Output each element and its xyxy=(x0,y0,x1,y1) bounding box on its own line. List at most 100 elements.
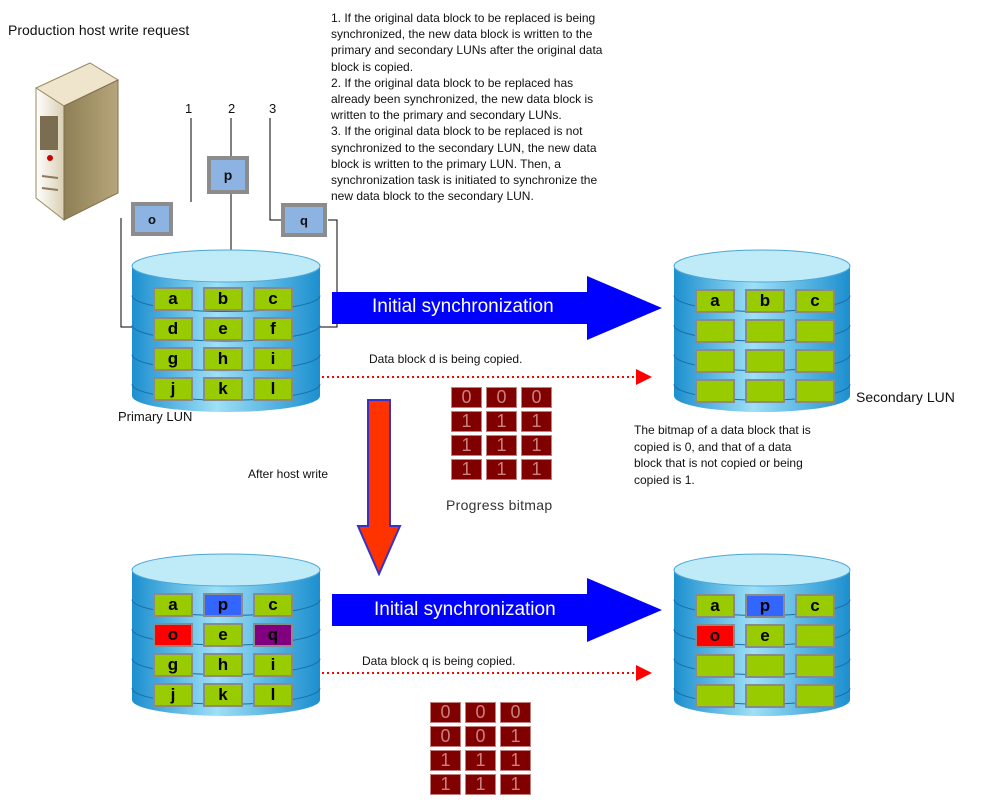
copy-label-bottom: Data block q is being copied. xyxy=(362,654,516,668)
bitmap-after-bit: 1 xyxy=(500,750,531,771)
progress-bitmap-label: Progress bitmap xyxy=(446,497,553,513)
bitmap-after-bit: 0 xyxy=(500,702,531,723)
primary-before-block-j: j xyxy=(153,377,193,401)
primary-after-block-a: a xyxy=(153,593,193,617)
bitmap-before-bit: 1 xyxy=(486,459,517,480)
primary-before-block-f: f xyxy=(253,317,293,341)
step-number-2: 2 xyxy=(228,101,236,116)
secondary-after-block-c: c xyxy=(795,594,835,618)
cylinder-top xyxy=(131,249,321,283)
secondary-before-block-empty xyxy=(695,349,735,373)
secondary-after-block-empty xyxy=(695,654,735,678)
primary-before-block-h: h xyxy=(203,347,243,371)
secondary-lun-label: Secondary LUN xyxy=(856,389,955,405)
primary-after-block-p: p xyxy=(203,593,243,617)
cylinder-band xyxy=(131,295,321,313)
bitmap-after-bit: 1 xyxy=(500,726,531,747)
bitmap-note: The bitmap of a data block that is copie… xyxy=(634,423,811,487)
write-block-p: p xyxy=(207,156,249,194)
primary-before-block-e: e xyxy=(203,317,243,341)
write-block-q-label: q xyxy=(285,207,323,233)
bitmap-after-bit: 1 xyxy=(465,774,496,795)
server-icon xyxy=(34,62,120,222)
secondary-after-block-empty xyxy=(795,624,835,648)
bitmap-before-bit: 1 xyxy=(486,435,517,456)
primary-after-block-h: h xyxy=(203,653,243,677)
secondary-after-block-o: o xyxy=(695,624,735,648)
primary-after-block-l: l xyxy=(253,683,293,707)
after-write-label: After host write xyxy=(248,467,329,481)
secondary-after-block-empty xyxy=(695,684,735,708)
secondary-before-block-empty xyxy=(745,319,785,343)
primary-before-block-i: i xyxy=(253,347,293,371)
bitmap-after-bit: 0 xyxy=(465,726,496,747)
secondary-before-block-empty xyxy=(795,379,835,403)
primary-after-block-j: j xyxy=(153,683,193,707)
write-block-q: q xyxy=(281,203,327,237)
secondary-before-block-empty xyxy=(795,319,835,343)
bitmap-after-bit: 1 xyxy=(430,750,461,771)
write-block-o-label: o xyxy=(135,206,169,232)
bitmap-before-bit: 1 xyxy=(521,459,552,480)
secondary-after-block-empty xyxy=(745,654,785,678)
secondary-before-block-empty xyxy=(695,319,735,343)
bitmap-after-bit: 1 xyxy=(430,774,461,795)
secondary-before-block-b: b xyxy=(745,289,785,313)
secondary-before-block-empty xyxy=(795,349,835,373)
secondary-before-block-empty xyxy=(745,349,785,373)
secondary-before-block-empty xyxy=(695,379,735,403)
diagram-title: Production host write request xyxy=(8,22,190,38)
primary-after-block-k: k xyxy=(203,683,243,707)
primary-before-block-d: d xyxy=(153,317,193,341)
write-block-p-label: p xyxy=(211,160,245,190)
cylinder-top xyxy=(131,553,321,587)
secondary-after-block-empty xyxy=(795,654,835,678)
cylinder-band xyxy=(131,325,321,342)
secondary-after-block-e: e xyxy=(745,624,785,648)
bitmap-before-bit: 0 xyxy=(451,387,482,408)
bitmap-before-bit: 0 xyxy=(521,387,552,408)
primary-before-block-a: a xyxy=(153,287,193,311)
bitmap-before-bit: 1 xyxy=(521,435,552,456)
secondary-after-block-empty xyxy=(795,684,835,708)
secondary-before-block-empty xyxy=(745,379,785,403)
step-number-1: 1 xyxy=(185,101,193,116)
step-number-3: 3 xyxy=(269,101,277,116)
write-block-o: o xyxy=(131,202,173,236)
secondary-after-block-a: a xyxy=(695,594,735,618)
bitmap-before-bit: 1 xyxy=(451,411,482,432)
secondary-after-block-empty xyxy=(745,684,785,708)
bitmap-after-bit: 0 xyxy=(430,702,461,723)
copy-label-top: Data block d is being copied. xyxy=(369,352,523,366)
primary-after-block-q: q xyxy=(253,623,293,647)
bitmap-before-bit: 1 xyxy=(451,435,482,456)
bitmap-before-bit: 1 xyxy=(521,411,552,432)
primary-after-block-c: c xyxy=(253,593,293,617)
bitmap-before-bit: 0 xyxy=(486,387,517,408)
bitmap-before-bit: 1 xyxy=(486,411,517,432)
primary-after-block-i: i xyxy=(253,653,293,677)
secondary-before-block-a: a xyxy=(695,289,735,313)
after-write-arrow xyxy=(356,399,402,576)
primary-after-block-g: g xyxy=(153,653,193,677)
primary-before-block-b: b xyxy=(203,287,243,311)
primary-before-block-c: c xyxy=(253,287,293,311)
secondary-after-block-p: p xyxy=(745,594,785,618)
primary-lun-label: Primary LUN xyxy=(118,409,193,424)
sync-arrow-bottom xyxy=(332,578,662,642)
primary-after-block-o: o xyxy=(153,623,193,647)
primary-before-block-l: l xyxy=(253,377,293,401)
secondary-before-block-c: c xyxy=(795,289,835,313)
primary-before-block-k: k xyxy=(203,377,243,401)
cylinder-top xyxy=(673,553,851,587)
bitmap-after-bit: 1 xyxy=(500,774,531,795)
primary-after-block-e: e xyxy=(203,623,243,647)
bitmap-after-bit: 0 xyxy=(430,726,461,747)
sync-label-top: Initial synchronization xyxy=(372,296,554,317)
write-rules-notes: 1. If the original data block to be repl… xyxy=(331,11,603,204)
